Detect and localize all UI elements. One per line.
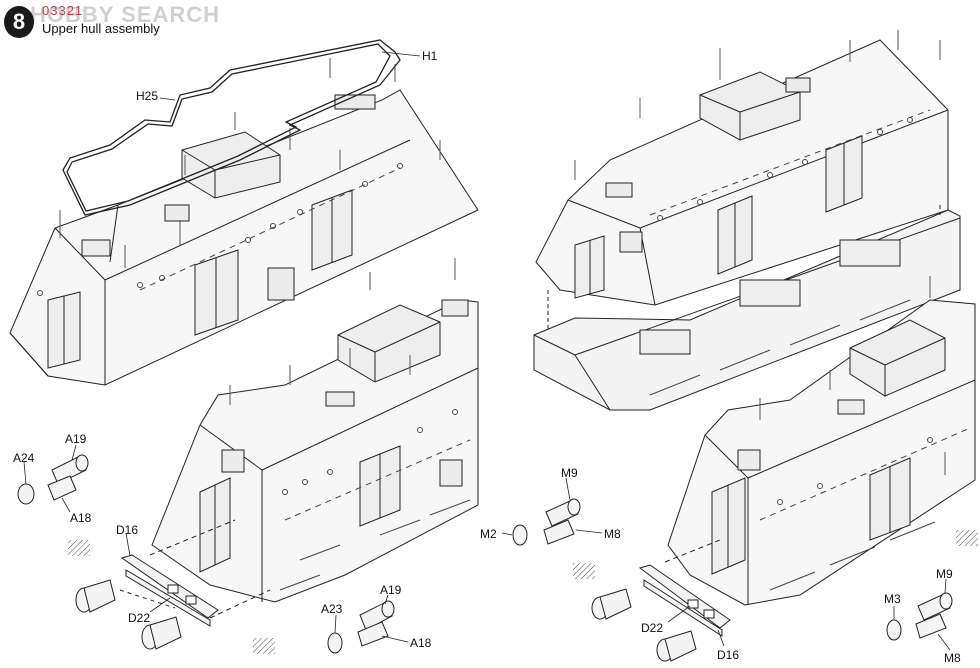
- label-a19-bottom: A19: [380, 583, 402, 597]
- part-d16-left: [120, 519, 271, 627]
- step-title: Upper hull assembly: [42, 21, 160, 36]
- part-m3-m9-m8: [886, 592, 953, 641]
- label-m3: M3: [884, 592, 901, 606]
- part-m2-m9-m8: [512, 498, 581, 546]
- part-d16-right: [638, 539, 731, 637]
- hull-upper-left-body: [9, 89, 479, 386]
- leader-lines: [23, 51, 951, 651]
- label-a23: A23: [321, 602, 343, 616]
- label-h25: H25: [136, 89, 158, 103]
- label-a18-bottom: A18: [410, 636, 432, 650]
- part-a24-a19-a18: [17, 454, 89, 505]
- label-a24: A24: [13, 451, 35, 465]
- label-m8-mid: M8: [604, 527, 621, 541]
- hull-lower-tub-right: [533, 205, 961, 411]
- hull-lower-right-turret: [849, 319, 946, 397]
- label-h1: H1: [422, 49, 438, 63]
- watermark-text: HOBBY SEARCH: [30, 2, 221, 27]
- hull-upper-right-turret: [699, 71, 801, 141]
- label-m8-right: M8: [944, 651, 961, 665]
- step-number-badge: 8: [4, 6, 34, 38]
- label-d16-left: D16: [116, 523, 138, 537]
- part-labels: H1 H25 A24 A19 A18 D16 D22 A23 A19 A18 M…: [13, 49, 961, 665]
- hull-upper-left: [9, 58, 479, 386]
- label-m2: M2: [480, 527, 497, 541]
- direction-marks: [68, 530, 978, 654]
- part-d22-lights-right: [591, 588, 697, 662]
- hull-center-left: [151, 258, 479, 603]
- hull-lower-right: [667, 276, 976, 606]
- rail-h25: [62, 39, 401, 216]
- part-a23-a19-a18: [327, 600, 395, 654]
- hull-upper-right: [535, 30, 949, 306]
- label-d22-left: D22: [128, 611, 150, 625]
- label-m9-mid: M9: [561, 466, 578, 480]
- label-d22-right: D22: [641, 621, 663, 635]
- label-a18-left: A18: [70, 511, 92, 525]
- label-d16-right: D16: [717, 648, 739, 662]
- part-code: 03321: [42, 3, 84, 18]
- label-a19-left: A19: [65, 432, 87, 446]
- label-m9-right: M9: [936, 567, 953, 581]
- hull-center-left-turret: [337, 304, 441, 383]
- hull-upper-left-turret: [181, 131, 281, 199]
- part-d22-lights-left: [75, 579, 182, 650]
